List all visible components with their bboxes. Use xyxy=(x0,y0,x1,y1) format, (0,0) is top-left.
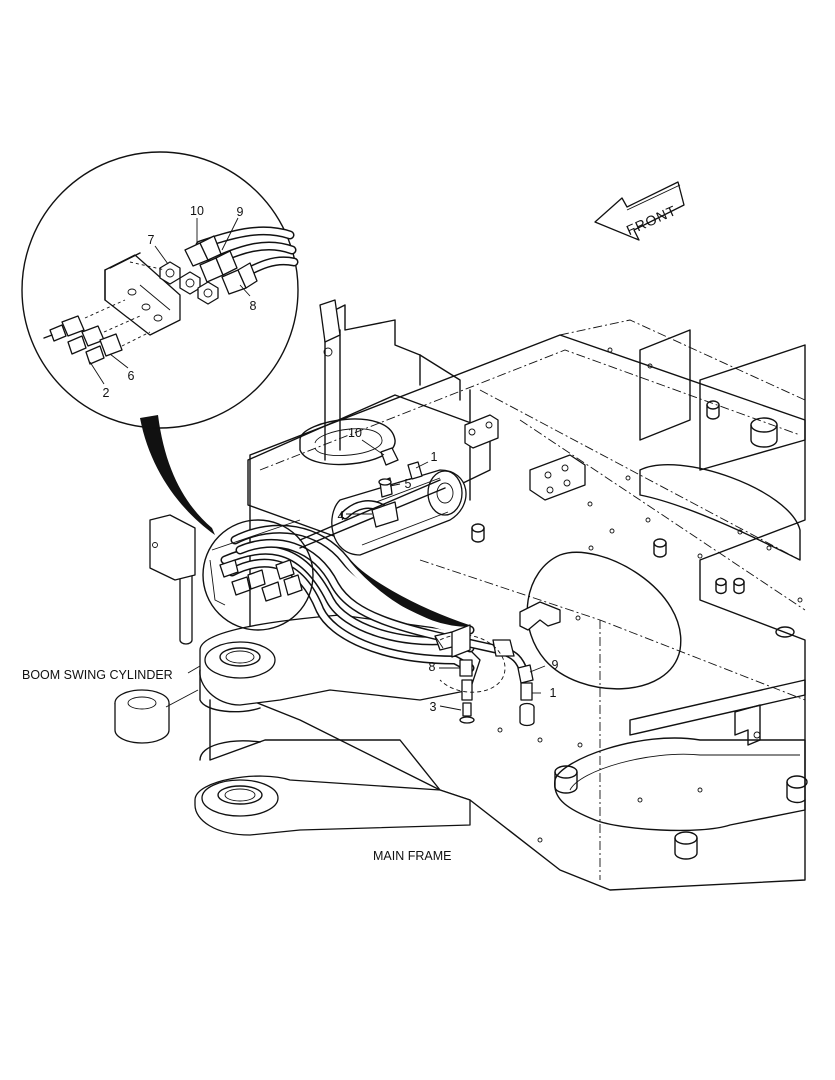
callout-detail-6: 6 xyxy=(128,369,135,383)
callout-main-10: 10 xyxy=(348,426,362,440)
swing-cylinder-body xyxy=(331,469,467,556)
callout-main-9: 9 xyxy=(552,658,559,672)
callout-detail-7: 7 xyxy=(148,233,155,247)
callout-detail-2: 2 xyxy=(103,386,110,400)
callout-detail-8: 8 xyxy=(250,299,257,313)
callout-detail-9: 9 xyxy=(237,205,244,219)
zoom-connector xyxy=(140,415,215,535)
fittings-main xyxy=(371,447,535,727)
boom-swing-cylinder-label: BOOM SWING CYLINDER xyxy=(22,668,173,682)
callout-main-5: 5 xyxy=(405,477,412,491)
zoom-source-circle xyxy=(202,519,314,631)
main-frame-drawing xyxy=(247,299,808,891)
callout-leaders-main xyxy=(187,439,546,711)
front-arrow: FRONT xyxy=(594,181,685,241)
detail-view xyxy=(21,151,299,429)
main-frame-label: MAIN FRAME xyxy=(373,849,451,863)
callout-main-8: 8 xyxy=(429,660,436,674)
callout-main-1-bottom: 1 xyxy=(550,686,557,700)
callout-main-3: 3 xyxy=(430,700,437,714)
callout-main-1-top: 1 xyxy=(431,450,438,464)
callout-main-4: 4 xyxy=(338,509,345,523)
callout-detail-10: 10 xyxy=(190,204,204,218)
